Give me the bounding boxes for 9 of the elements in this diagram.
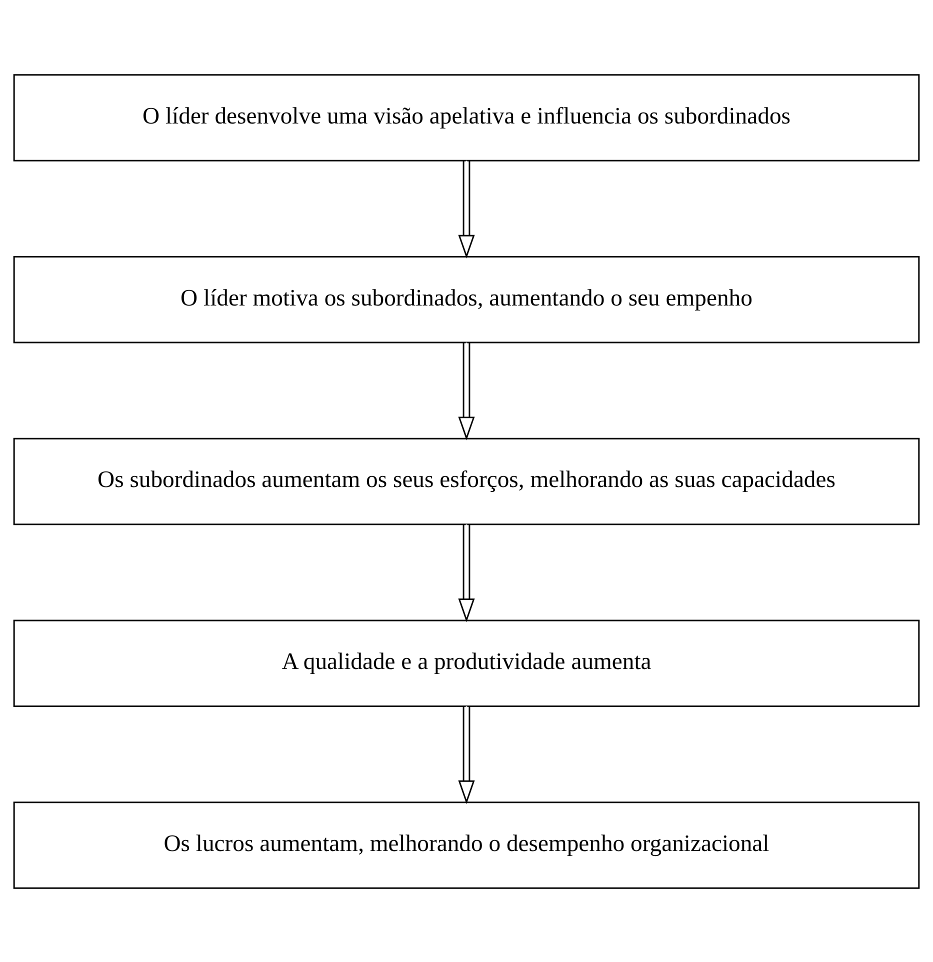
arrow (458, 706, 475, 804)
node-box: O líder desenvolve uma visão apelativa e influencia os subordinados (13, 74, 920, 161)
node-box: Os lucros aumentam, melhorando o desempenho organizacional (13, 801, 920, 888)
arrow (458, 342, 475, 440)
arrow (458, 160, 475, 258)
node-box: A qualidade e a produtividade aumenta (13, 619, 920, 706)
node-box: Os subordinados aumentam os seus esforços, melhorando as suas capacidades (13, 437, 920, 525)
arrow (458, 524, 475, 622)
node-box: O líder motiva os subordinados, aumentando o seu empenho (13, 256, 920, 343)
